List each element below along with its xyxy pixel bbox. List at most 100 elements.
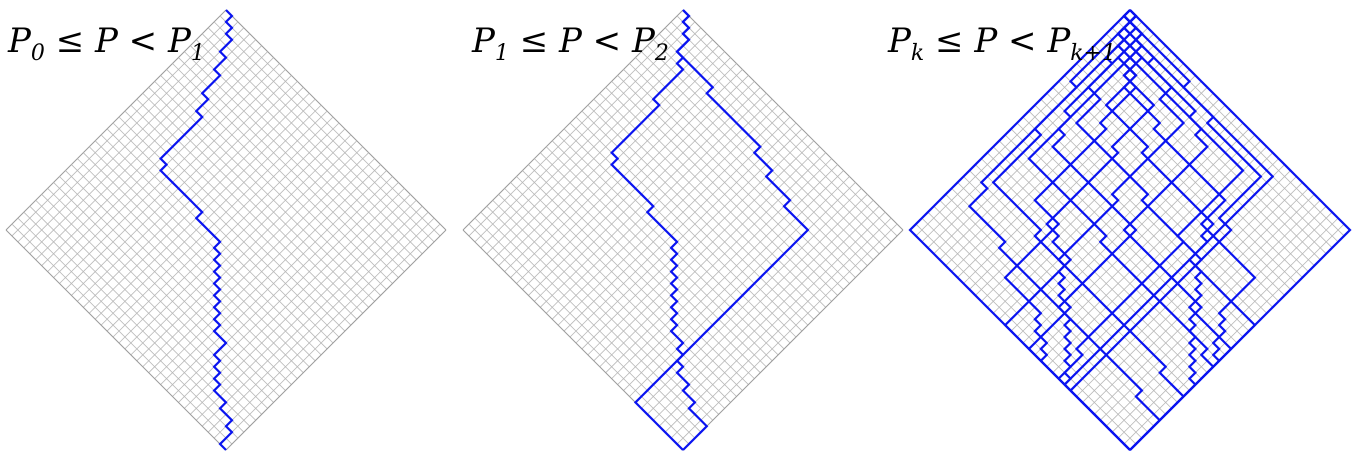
grid-line	[11, 223, 233, 445]
grid-line	[534, 81, 755, 302]
grid-line	[83, 152, 304, 373]
grid-line	[528, 75, 749, 296]
grid-line	[100, 134, 322, 356]
lattice-path	[610, 9, 709, 451]
grid-line	[88, 146, 310, 368]
grid-line	[59, 63, 280, 284]
grid-line	[83, 87, 304, 308]
lattice-path	[1027, 9, 1209, 451]
grid-line	[987, 152, 1208, 373]
grid-line	[522, 170, 743, 391]
grid-line	[462, 9, 684, 231]
grid-line	[492, 199, 714, 421]
panel-label: Pk ≤ P < Pk+1	[887, 21, 1116, 66]
grid-line	[219, 223, 441, 445]
path-group	[610, 9, 810, 451]
grid-line	[71, 164, 292, 385]
grid-line	[486, 33, 708, 255]
grid-line	[130, 104, 352, 326]
grid-line	[118, 122, 340, 344]
grid-line	[195, 39, 417, 261]
grid-line	[65, 170, 286, 391]
grid-line	[1076, 63, 1297, 284]
grid-line	[1010, 110, 1232, 332]
path-group	[908, 9, 1352, 451]
lattice-path	[1068, 9, 1275, 451]
grid-line	[670, 21, 892, 243]
grid-line	[957, 182, 1178, 403]
grid-line	[17, 21, 239, 243]
grid-line	[528, 164, 749, 385]
grid-line	[1099, 199, 1321, 421]
grid-line	[1076, 176, 1297, 397]
grid-line	[587, 104, 809, 326]
grid-line	[611, 158, 832, 379]
grid-line	[88, 92, 310, 314]
lattice-path	[967, 9, 1162, 451]
grid-line	[623, 170, 844, 391]
grid-line	[1099, 39, 1321, 261]
grid-line	[581, 110, 803, 332]
grid-line	[605, 87, 826, 308]
grid-line	[59, 176, 280, 397]
grid-line	[225, 9, 447, 231]
grid-line	[142, 92, 364, 314]
grid-line	[605, 152, 826, 373]
lattice-path	[1003, 9, 1156, 451]
grid-line	[480, 27, 702, 249]
grid-line	[617, 164, 838, 385]
grid-line	[219, 15, 441, 237]
grid-line	[94, 98, 316, 320]
grid-line	[148, 87, 369, 308]
grid-line	[106, 110, 328, 332]
grid-line	[676, 15, 898, 237]
grid-line	[160, 164, 381, 385]
grid-line	[468, 223, 690, 445]
lattice-path	[1003, 9, 1186, 451]
lattice-path	[1051, 9, 1233, 451]
grid-line	[504, 188, 725, 409]
grid-line	[1117, 217, 1339, 439]
grid-line	[551, 140, 773, 362]
lattice-path	[159, 9, 234, 451]
grid-line	[474, 217, 696, 439]
grid-line	[207, 211, 429, 433]
grid-line	[136, 98, 358, 320]
grid-line	[647, 194, 868, 415]
grid-line	[569, 116, 791, 338]
grid-line	[623, 69, 844, 290]
grid-line	[581, 128, 803, 350]
grid-line	[71, 75, 292, 296]
grid-line	[178, 57, 399, 278]
panel-label: P1 ≤ P < P2	[471, 21, 669, 66]
grid-line	[921, 217, 1143, 439]
grid-line	[213, 21, 435, 243]
grid-line	[190, 194, 411, 415]
grid-line	[575, 122, 797, 344]
grid-line	[77, 158, 298, 379]
grid-line	[563, 110, 785, 332]
grid-line	[41, 194, 262, 415]
grid-line	[184, 51, 405, 272]
grid-line	[77, 81, 298, 302]
lattice-path	[1074, 9, 1257, 451]
grid-line	[652, 39, 874, 261]
grid-line	[939, 199, 1161, 421]
grid-line	[480, 211, 702, 433]
diamond-grid	[462, 9, 904, 451]
panel-label: P0 ≤ P < P1	[7, 21, 205, 66]
grid-line	[1105, 205, 1327, 427]
grid-line	[551, 98, 773, 320]
grid-line	[136, 140, 358, 362]
grid-line	[29, 205, 251, 427]
grid-line	[617, 75, 838, 296]
grid-line	[172, 63, 393, 284]
grid-line	[540, 87, 761, 308]
grid-line	[963, 176, 1184, 397]
grid-line	[130, 134, 352, 356]
grid-line	[17, 217, 239, 439]
grid-line	[94, 140, 316, 362]
grid-line	[593, 98, 815, 320]
grid-line	[118, 116, 340, 338]
grid-line	[599, 92, 821, 314]
